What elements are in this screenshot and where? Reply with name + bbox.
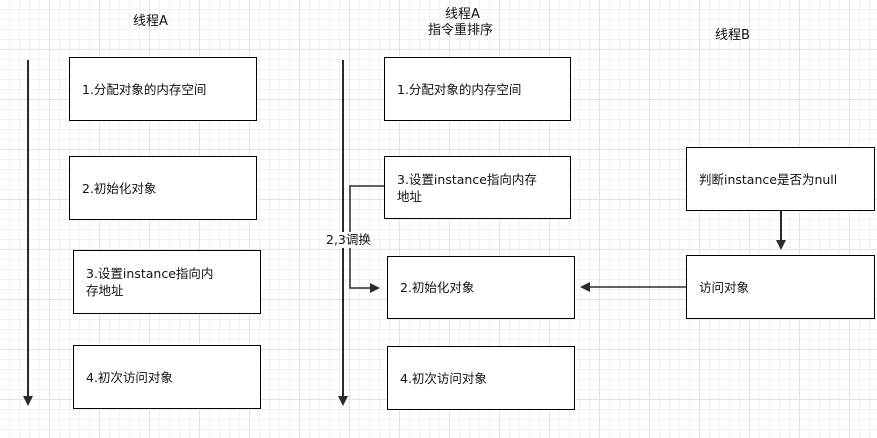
step-label: 判断instance是否为null <box>699 171 838 187</box>
thread-a-step-4: 4.初次访问对象 <box>73 345 261 409</box>
reorder-step-4: 4.初次访问对象 <box>387 346 575 410</box>
step-label: 1.分配对象的内存空间 <box>82 81 207 97</box>
step-label: 访问对象 <box>699 279 750 295</box>
step-label: 3.设置instance指向内存地址 <box>86 266 214 298</box>
thread-b-access-object: 访问对象 <box>686 255 875 319</box>
thread-a-reorder-subtitle: 指令重排序 <box>428 23 494 38</box>
swap-label: 2,3调换 <box>325 232 372 248</box>
step-label: 2.初始化对象 <box>82 180 157 196</box>
thread-a-step-2: 2.初始化对象 <box>69 156 257 220</box>
thread-b-check-null: 判断instance是否为null <box>686 147 875 211</box>
reorder-step-2: 2.初始化对象 <box>387 256 575 319</box>
step-label: 3.设置instance指向内存地址 <box>397 171 537 204</box>
thread-a-step-3: 3.设置instance指向内存地址 <box>73 250 261 314</box>
thread-a-title: 线程A <box>133 14 168 29</box>
reorder-step-1: 1.分配对象的内存空间 <box>384 57 571 121</box>
step-label: 4.初次访问对象 <box>400 370 487 386</box>
thread-b-title: 线程B <box>715 28 750 43</box>
step-label: 4.初次访问对象 <box>86 369 173 385</box>
reorder-step-3: 3.设置instance指向内存地址 <box>384 156 571 219</box>
step-label: 1.分配对象的内存空间 <box>397 81 522 97</box>
thread-a-reorder-title: 线程A <box>445 7 480 22</box>
thread-a-step-1: 1.分配对象的内存空间 <box>69 57 257 121</box>
step-label: 2.初始化对象 <box>400 280 475 295</box>
